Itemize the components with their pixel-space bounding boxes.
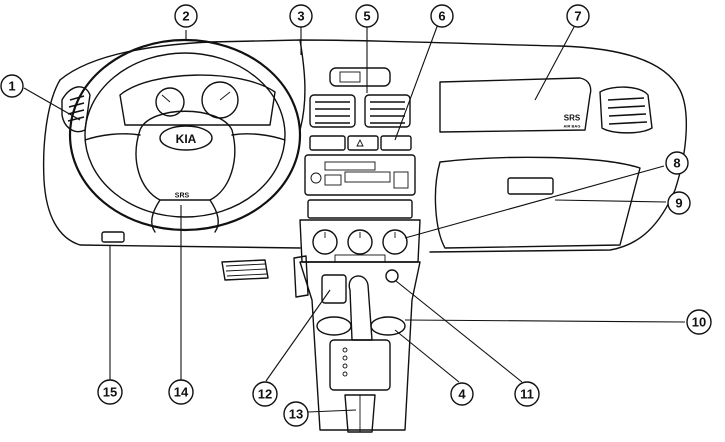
callout-15: 15 bbox=[97, 379, 123, 405]
kia-logo: KIA bbox=[159, 125, 213, 151]
leader-lines bbox=[23, 23, 686, 413]
passenger-airbag-sublabel: AIR BAG bbox=[564, 124, 581, 129]
callout-6: 6 bbox=[430, 4, 454, 28]
steering-wheel bbox=[68, 38, 302, 233]
callout-15-label: 15 bbox=[103, 385, 117, 400]
callout-1: 1 bbox=[0, 74, 24, 98]
kia-logo-text: KIA bbox=[176, 132, 197, 146]
callout-2: 2 bbox=[174, 4, 198, 28]
callout-4: 4 bbox=[450, 382, 474, 406]
hood-release-lever bbox=[101, 231, 125, 243]
callout-1-label: 1 bbox=[8, 79, 15, 94]
glove-box bbox=[434, 156, 641, 249]
callout-2-label: 2 bbox=[182, 9, 189, 24]
callout-11-label: 11 bbox=[520, 387, 534, 402]
parking-brake bbox=[344, 394, 376, 433]
callout-12: 12 bbox=[252, 381, 278, 407]
center-display bbox=[329, 67, 391, 87]
callout-8-label: 8 bbox=[673, 156, 680, 171]
callout-8: 8 bbox=[665, 151, 689, 175]
callout-9-label: 9 bbox=[675, 196, 682, 211]
srs-airbag-label: SRS bbox=[175, 193, 190, 200]
callout-13: 13 bbox=[283, 401, 309, 427]
callout-11: 11 bbox=[514, 381, 540, 407]
callout-7-label: 7 bbox=[574, 9, 581, 24]
storage-compartment bbox=[307, 199, 413, 219]
pedals bbox=[221, 255, 309, 298]
callout-3: 3 bbox=[289, 4, 313, 28]
accessory-socket bbox=[385, 269, 399, 283]
passenger-airbag-panel: SRS AIR BAG bbox=[439, 77, 592, 133]
climate-controls bbox=[299, 219, 421, 263]
audio-unit bbox=[304, 154, 416, 196]
callout-10: 10 bbox=[686, 309, 712, 335]
center-air-vents bbox=[309, 94, 411, 128]
callout-3-label: 3 bbox=[297, 9, 304, 24]
left-air-vent bbox=[61, 86, 91, 133]
callout-10-label: 10 bbox=[692, 315, 706, 330]
callout-9: 9 bbox=[667, 191, 691, 215]
callout-5-label: 5 bbox=[363, 9, 370, 24]
gear-shift-lever bbox=[321, 274, 373, 341]
passenger-srs-label: SRS bbox=[564, 114, 581, 123]
callout-6-label: 6 bbox=[438, 9, 445, 24]
callout-14: 14 bbox=[168, 379, 194, 405]
callout-13-label: 13 bbox=[289, 407, 303, 422]
instrument-cluster bbox=[119, 74, 276, 126]
right-air-vent bbox=[599, 86, 653, 134]
callout-12-label: 12 bbox=[258, 387, 272, 402]
callout-7: 7 bbox=[566, 4, 590, 28]
callout-14-label: 14 bbox=[174, 385, 189, 400]
callout-4-label: 4 bbox=[458, 387, 466, 402]
callout-5: 5 bbox=[355, 4, 379, 28]
